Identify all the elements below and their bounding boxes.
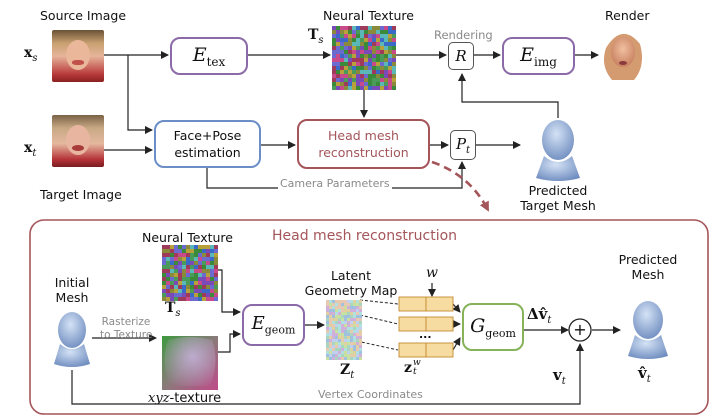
xs-symbol: xs (24, 45, 38, 64)
camera-projection-box: Pt (450, 130, 476, 160)
panel-title: Head mesh reconstruction (272, 228, 458, 244)
xyz-texture-label: xyz-texture (148, 391, 222, 406)
target-image-thumbnail (52, 115, 104, 167)
source-image-label: Source Image (40, 8, 127, 23)
render-face-image (604, 33, 642, 80)
delta-v-symbol: Δv̂t (527, 305, 552, 326)
head-mesh-line1: Head mesh (328, 128, 399, 143)
plus-symbol: + (573, 320, 587, 339)
r-symbol: R (455, 47, 467, 65)
initial-mesh-label: Initial Mesh (54, 275, 90, 305)
geometry-encoder-box: Egeom (242, 304, 305, 346)
latent-code-stack-2 (398, 316, 454, 332)
egeom-symbol: Egeom (251, 313, 296, 337)
render-label: Render (605, 8, 650, 23)
face-pose-line1: Face+Pose (173, 128, 242, 143)
texture-encoder-box: Etex (170, 37, 248, 75)
geometry-decoder-box: Ggeom (462, 303, 524, 351)
vhat-symbol: v̂t (638, 364, 651, 385)
rasterize-label: Rasterize to Texture (100, 316, 153, 341)
latent-geometry-map-label: Latent Geometry Map (304, 268, 398, 298)
pt-symbol: Pt (455, 134, 471, 156)
ggeom-symbol: Ggeom (470, 314, 516, 340)
camera-parameters-label: Camera Parameters (278, 177, 392, 190)
renderer-box: R (448, 42, 474, 70)
predicted-target-mesh-image (536, 120, 580, 181)
predicted-mesh-label: Predicted Mesh (618, 252, 678, 282)
latent-geometry-map-image (326, 300, 362, 360)
neural-texture-top-image (332, 26, 396, 90)
vertex-coordinates-label: Vertex Coordinates (316, 388, 425, 401)
sum-node (568, 318, 592, 342)
ellipsis: ... (419, 328, 432, 341)
predicted-mesh-image (628, 301, 668, 359)
latent-code-stack-3 (398, 342, 454, 358)
latent-code-stack-1 (398, 296, 454, 312)
image-encoder-box: Eimg (502, 37, 575, 75)
rendering-label: Rendering (434, 28, 493, 42)
ts-symbol-bottom: Ts (165, 300, 181, 319)
head-mesh-reconstruction-box: Head mesh reconstruction (297, 119, 430, 169)
ts-symbol-top: Ts (308, 27, 324, 46)
xyz-texture-image (162, 336, 218, 390)
face-pose-estimation-box: Face+Pose estimation (154, 120, 261, 168)
predicted-target-mesh-label: Predicted Target Mesh (520, 183, 596, 213)
head-mesh-line2: reconstruction (318, 145, 409, 160)
zt-symbol: Zt (340, 362, 355, 381)
etex-symbol: Etex (192, 43, 226, 69)
neural-texture-bottom-label: Neural Texture (142, 230, 233, 245)
target-image-label: Target Image (40, 187, 122, 202)
neural-texture-label: Neural Texture (323, 8, 414, 23)
vt-symbol: vt (553, 366, 566, 387)
w-symbol: w (426, 265, 438, 281)
head-mesh-panel-border (29, 219, 709, 415)
face-pose-line2: estimation (174, 145, 241, 160)
neural-texture-bottom-image (162, 245, 218, 301)
source-image-thumbnail (52, 30, 104, 82)
xt-symbol: xt (24, 140, 37, 159)
eimg-symbol: Eimg (520, 43, 557, 69)
initial-mesh-image (54, 312, 90, 367)
